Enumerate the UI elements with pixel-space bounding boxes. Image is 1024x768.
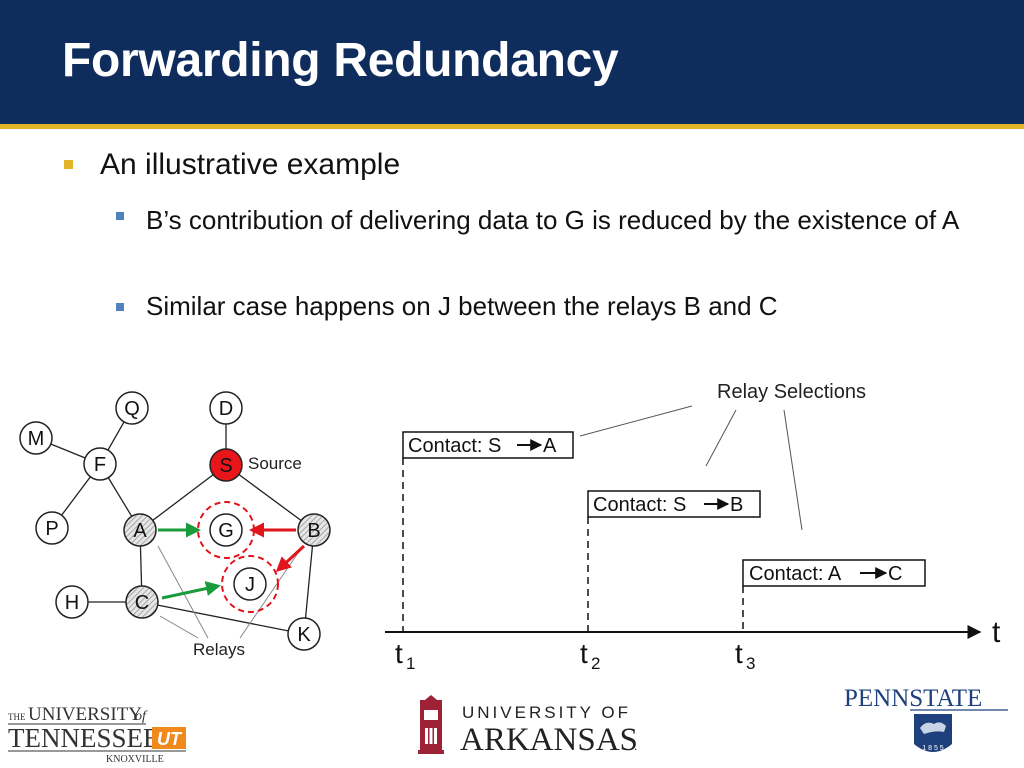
nittany-lion-shield-icon: 1 8 5 5: [914, 714, 952, 752]
contact-box-a-c: [742, 559, 926, 587]
node-c-relay: [125, 585, 159, 619]
tn-of: of: [135, 709, 148, 724]
node-k: [287, 617, 321, 651]
relay-timeline: Relay Selections Contact: S A Contact: S…: [385, 381, 1001, 673]
ut-mark-text: UT: [157, 729, 183, 749]
ut-mark-icon: [152, 727, 186, 749]
slide-title: Forwarding Redundancy: [62, 34, 619, 87]
tick-t1-sub: 1: [406, 654, 415, 673]
tick-t3: t: [735, 638, 743, 669]
node-label-a: A: [133, 520, 147, 542]
redundancy-circle-j: [221, 555, 279, 613]
tick-t2: t: [580, 638, 588, 669]
tn-the: THE: [8, 712, 26, 722]
relay-selections-callout: Relay Selections: [717, 381, 866, 403]
node-j: [233, 567, 267, 601]
university-of-arkansas-logo: UNIVERSITY OF ARKANSAS .: [418, 695, 638, 758]
network-diagram: Q D M F S P A G B J H C K Source Relays: [19, 391, 331, 659]
source-label: Source: [248, 454, 302, 473]
ark-mark: .: [634, 739, 637, 753]
node-h: [55, 585, 89, 619]
node-label-f: F: [94, 454, 106, 476]
node-a-relay: [123, 513, 157, 547]
time-marker-lines: [402, 458, 744, 632]
relays-label: Relays: [193, 640, 245, 659]
contact-target-c: C: [888, 563, 902, 585]
contact-label-a-c: Contact: A: [749, 563, 842, 585]
node-label-k: K: [297, 624, 311, 646]
old-main-tower-icon: [418, 695, 444, 754]
ark-university-of: UNIVERSITY OF: [462, 703, 631, 722]
node-g: [209, 513, 243, 547]
contact-target-a: A: [543, 435, 557, 457]
ark-arkansas: ARKANSAS: [460, 722, 638, 758]
time-ticks: t 1 t 2 t 3: [395, 638, 755, 673]
node-label-q: Q: [124, 398, 140, 420]
node-label-c: C: [135, 592, 149, 614]
bullet-square-icon: [64, 160, 73, 169]
tn-tennessee: TENNESSEE: [8, 723, 160, 753]
node-label-s: S: [219, 455, 232, 477]
sub-bullet-square-icon: [116, 303, 124, 311]
sub-bullet-2: Similar case happens on J between the re…: [146, 291, 778, 321]
penn-state-logo: PENNSTATE 1 8 5 5: [844, 685, 1008, 752]
node-label-m: M: [28, 428, 45, 450]
node-label-d: D: [219, 398, 233, 420]
contact-box-s-b: [587, 490, 761, 518]
tick-t3-sub: 3: [746, 654, 755, 673]
tn-knoxville: KNOXVILLE: [106, 754, 164, 764]
bullet-level1: An illustrative example: [100, 148, 401, 181]
node-label-b: B: [307, 520, 320, 542]
time-axis-label: t: [992, 616, 1001, 649]
title-bar-accent-rule: [0, 124, 1024, 129]
penn-state-wordmark: PENNSTATE: [844, 685, 982, 712]
callout-lines: [579, 405, 803, 531]
relay-pointer-lines: [157, 545, 301, 639]
sub-bullet-1: B’s contribution of delivering data to G…: [146, 205, 960, 235]
green-arrow-c-j: [161, 581, 221, 600]
tick-t1: t: [395, 638, 403, 669]
contact-box-s-a: [402, 431, 574, 459]
node-label-j: J: [245, 574, 255, 596]
contact-label-s-a: Contact: S: [408, 435, 501, 457]
sub-bullet-square-icon: [116, 212, 124, 220]
penn-state-year: 1 8 5 5: [922, 745, 944, 752]
node-f: [83, 447, 117, 481]
contact-label-s-b: Contact: S: [593, 494, 686, 516]
node-label-g: G: [218, 520, 234, 542]
contact-target-b: B: [730, 494, 743, 516]
node-label-h: H: [65, 592, 79, 614]
node-s-source: [209, 448, 243, 482]
tn-university: UNIVERSITY: [28, 704, 142, 725]
node-q: [115, 391, 149, 425]
node-p: [35, 511, 69, 545]
node-b-relay: [297, 513, 331, 547]
university-of-tennessee-logo: THE UNIVERSITY of TENNESSEE UT KNOXVILLE: [8, 704, 186, 764]
red-arrow-b-j: [275, 544, 306, 573]
node-m: [19, 421, 53, 455]
node-d: [209, 391, 243, 425]
node-label-p: P: [45, 518, 58, 540]
title-bar: [0, 0, 1024, 124]
tick-t2-sub: 2: [591, 654, 600, 673]
